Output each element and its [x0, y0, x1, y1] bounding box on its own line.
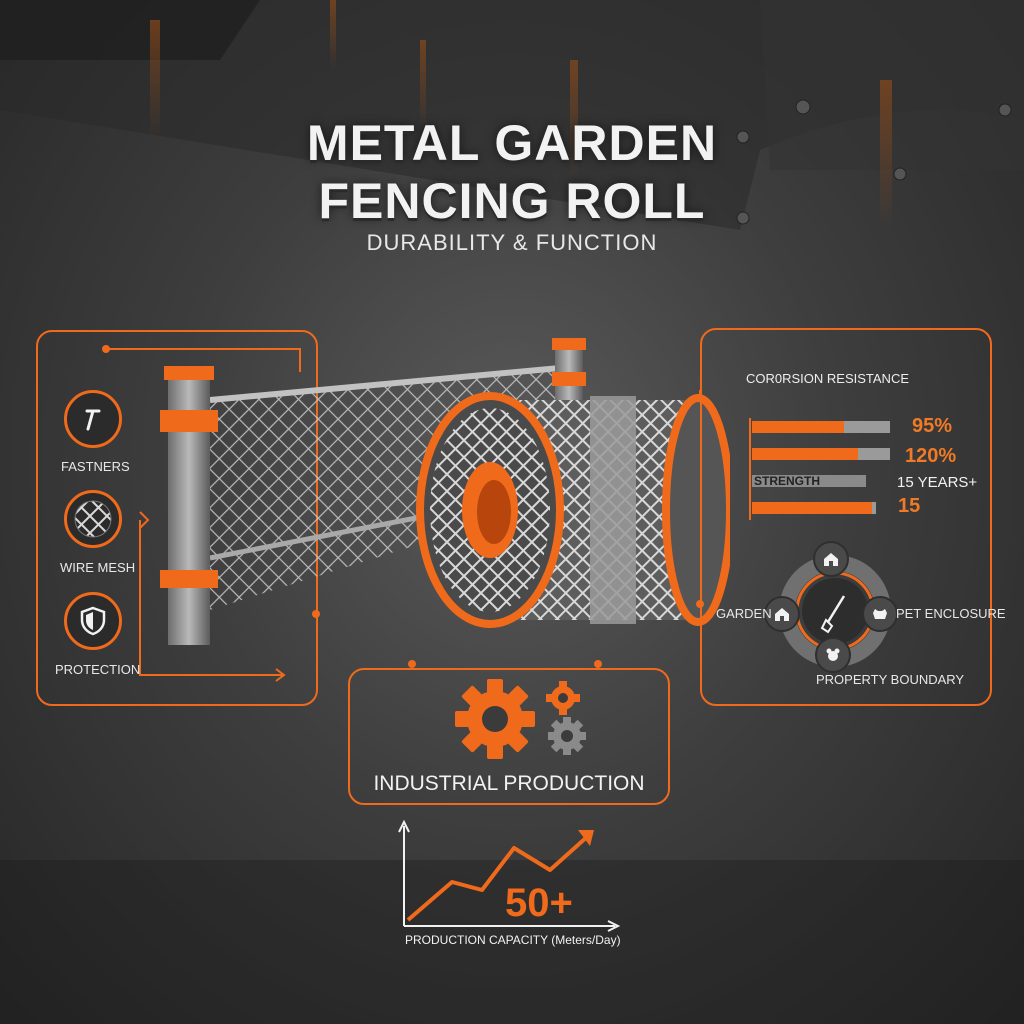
stat-bar-3	[752, 502, 876, 514]
shield-icon	[64, 592, 122, 650]
feature-label-protection: PROTECTION	[55, 662, 141, 677]
fence-roll-illustration	[160, 338, 730, 645]
stat-bar-0	[752, 421, 890, 433]
page-subtitle: DURABILITY & FUNCTION	[366, 230, 658, 255]
stat-value-2: 15 YEARS+	[897, 474, 978, 491]
use-label-garden: GARDEN	[716, 606, 772, 621]
garden-home-icon	[764, 596, 800, 632]
home-icon	[813, 541, 849, 577]
use-label-pet-enclosure: PET ENCLOSURE	[896, 606, 1006, 621]
capacity-chart	[398, 819, 621, 932]
feature-label-wire-mesh: WIRE MESH	[60, 560, 136, 575]
dog-icon	[815, 637, 851, 673]
capacity-label: PRODUCTION CAPACITY (Meters/Day)	[405, 933, 621, 947]
stat-value-3: 15	[898, 495, 921, 517]
stat-bar-fill	[752, 502, 873, 514]
stat-value-1: 120%	[905, 445, 957, 467]
gears-icon	[455, 679, 586, 759]
page-title-line2: FENCING ROLL	[318, 173, 706, 229]
wire-mesh-icon	[64, 490, 122, 548]
stat-label-strength: STRENGTH	[754, 474, 820, 488]
stat-bar-fill	[752, 448, 859, 460]
page-title-line1: METAL GARDEN	[306, 115, 718, 171]
stat-bar-fill	[752, 421, 845, 433]
stat-value-0: 95%	[912, 415, 953, 437]
stat-bar-1	[752, 448, 890, 460]
stats-title: COR0RSION RESISTANCE	[746, 371, 910, 386]
stat-bar-2	[752, 475, 866, 487]
pet-icon	[862, 596, 898, 632]
feature-label-fasteners: FASTNERS	[61, 459, 130, 474]
stats-panel	[700, 328, 992, 706]
capacity-value: 50+	[505, 881, 573, 925]
production-panel	[348, 668, 670, 805]
use-label-property-boundary: PROPERTY BOUNDARY	[816, 672, 965, 687]
nail-icon	[64, 390, 122, 448]
production-label: INDUSTRIAL PRODUCTION	[373, 772, 645, 795]
